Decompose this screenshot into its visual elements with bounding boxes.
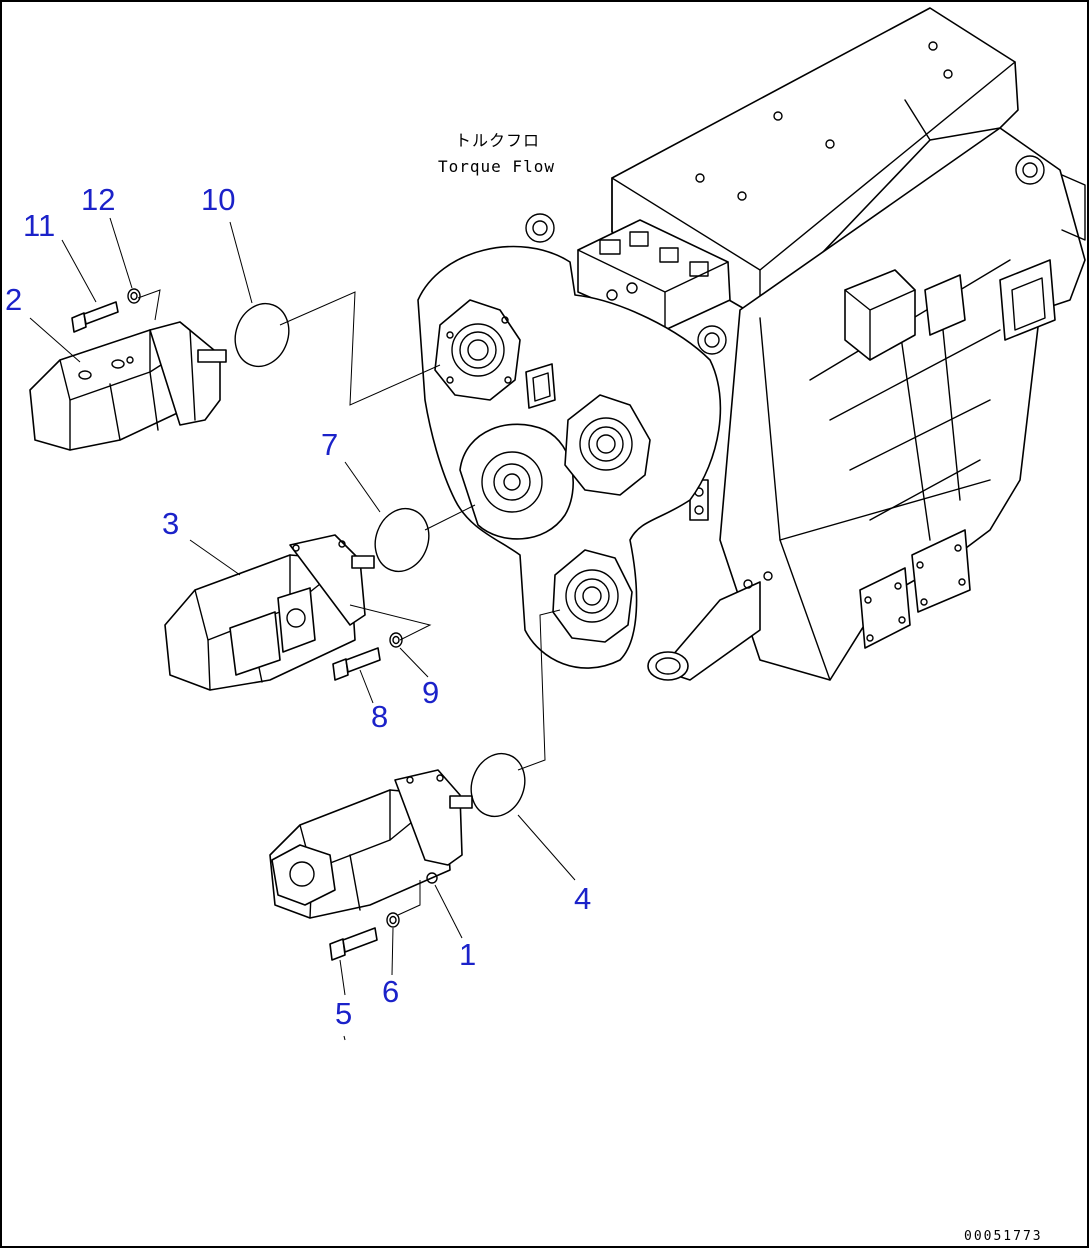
pto-gear-case	[417, 245, 722, 669]
bolt-8	[332, 647, 381, 681]
transmission-housing	[525, 7, 1086, 681]
caption-english: Torque Flow	[438, 157, 555, 176]
callout-3: 3	[162, 506, 179, 541]
caption-japanese: トルクフロ	[455, 131, 540, 150]
reference-code: 00051773	[964, 1229, 1043, 1244]
callout-6: 6	[382, 974, 399, 1009]
o-ring-4	[470, 752, 526, 818]
callout-5: 5	[335, 996, 352, 1031]
o-ring-7	[374, 507, 430, 573]
callout-10: 10	[201, 182, 235, 217]
pump-2	[29, 321, 227, 451]
pump-3	[164, 534, 375, 691]
callout-8: 8	[371, 699, 388, 734]
callout-12: 12	[81, 182, 115, 217]
callout-4: 4	[574, 881, 591, 916]
callout-2: 2	[5, 282, 22, 317]
callout-7: 7	[321, 427, 338, 462]
o-ring-10	[234, 302, 290, 368]
callout-1: 1	[459, 937, 476, 972]
bolt-5	[329, 927, 378, 961]
washer-9	[389, 632, 403, 648]
pump-1	[269, 769, 473, 919]
leader-lines	[29, 217, 576, 1041]
callout-9: 9	[422, 675, 439, 710]
callout-11: 11	[23, 208, 55, 243]
washer-6	[386, 912, 400, 928]
bolt-11	[71, 301, 119, 333]
washer-12	[127, 288, 141, 304]
